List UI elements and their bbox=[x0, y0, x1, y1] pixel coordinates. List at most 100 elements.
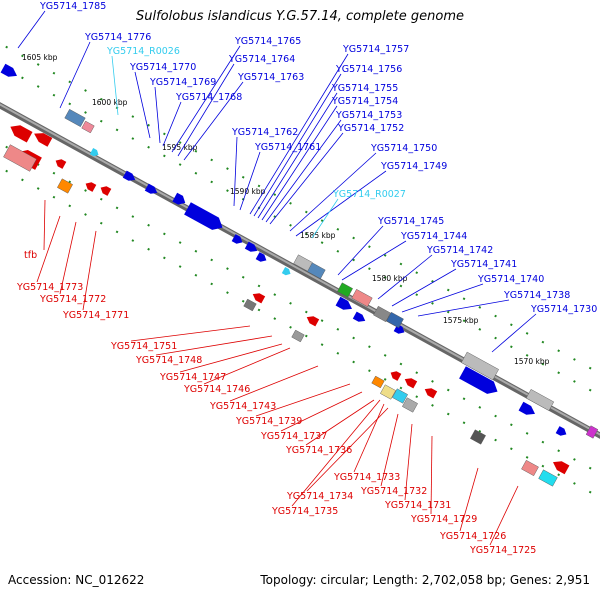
feature-box-14 bbox=[371, 375, 385, 389]
forward-gene-0 bbox=[0, 63, 18, 77]
upper-label-25: YG5714_1738 bbox=[503, 290, 570, 301]
feature-box-16 bbox=[392, 388, 408, 404]
lower-leader-14 bbox=[380, 413, 399, 487]
upper-label-14: YG5714_1754 bbox=[331, 96, 398, 107]
reverse-gene-10-shape bbox=[424, 388, 438, 399]
feature-box-2 bbox=[3, 144, 37, 172]
forward-gene-13 bbox=[555, 426, 567, 436]
upper-label-0: YG5714_1785 bbox=[39, 1, 106, 12]
lower-leader-12 bbox=[353, 403, 385, 473]
reverse-gene-0 bbox=[10, 125, 33, 143]
feature-box-6-shape bbox=[337, 282, 353, 298]
lower-leader-6 bbox=[179, 343, 283, 373]
scale-label-0: 1605 kbp bbox=[22, 53, 58, 62]
upper-label-19: YG5714_R0027 bbox=[332, 189, 406, 200]
upper-leader-5 bbox=[162, 101, 182, 147]
lower-leader-16 bbox=[404, 423, 413, 501]
upper-leader-22 bbox=[377, 254, 433, 300]
lower-label-6: YG5714_1747 bbox=[159, 372, 226, 383]
upper-label-8: YG5714_1763 bbox=[237, 72, 304, 83]
rna-gene-1-shape bbox=[281, 267, 291, 276]
lower-label-12: YG5714_1733 bbox=[333, 472, 400, 483]
upper-label-15: YG5714_1753 bbox=[335, 110, 402, 121]
rna-gene-0 bbox=[89, 148, 99, 157]
forward-gene-6 bbox=[244, 241, 258, 252]
upper-label-22: YG5714_1742 bbox=[426, 245, 493, 256]
lower-leader-8 bbox=[229, 365, 319, 402]
feature-box-17-shape bbox=[402, 397, 418, 413]
forward-gene-1 bbox=[122, 170, 136, 181]
scale-label-1: 1600 kbp bbox=[92, 98, 128, 107]
feature-box-10 bbox=[243, 298, 257, 312]
feature-box-16-shape bbox=[392, 388, 408, 404]
feature-box-19 bbox=[521, 459, 539, 477]
rna-gene-1 bbox=[281, 267, 291, 276]
feature-box-11-shape bbox=[291, 329, 305, 343]
reverse-gene-5 bbox=[100, 186, 112, 196]
upper-leader-10 bbox=[239, 151, 261, 211]
upper-leader-19 bbox=[311, 198, 339, 239]
lower-label-2: YG5714_1772 bbox=[39, 294, 106, 305]
forward-gene-12-shape bbox=[518, 401, 536, 415]
feature-box-7-shape bbox=[351, 289, 373, 307]
reverse-gene-11-shape bbox=[552, 461, 570, 475]
lower-label-15: YG5714_1735 bbox=[271, 506, 338, 517]
forward-gene-8-shape bbox=[335, 296, 353, 310]
feature-box-14-shape bbox=[371, 375, 385, 389]
feature-box-8-shape bbox=[373, 305, 391, 323]
reverse-gene-9-shape bbox=[404, 378, 418, 389]
feature-box-10-shape bbox=[243, 298, 257, 312]
lower-label-4: YG5714_1751 bbox=[110, 341, 177, 352]
upper-leader-7 bbox=[177, 63, 235, 157]
reverse-gene-7 bbox=[306, 316, 320, 327]
accession-text: Accession: NC_012622 bbox=[8, 573, 145, 587]
scale-label-5: 1580 kbp bbox=[372, 274, 408, 283]
reverse-gene-6-shape bbox=[252, 293, 266, 304]
lower-leader-0 bbox=[43, 199, 46, 251]
upper-leader-20 bbox=[337, 225, 384, 276]
forward-gene-9-shape bbox=[352, 311, 366, 322]
reverse-gene-11 bbox=[552, 461, 570, 475]
lower-leader-5 bbox=[155, 335, 273, 356]
upper-label-1: YG5714_1776 bbox=[84, 32, 151, 43]
upper-label-12: YG5714_1756 bbox=[335, 64, 402, 75]
upper-label-26: YG5714_1730 bbox=[530, 304, 597, 315]
lower-leader-19 bbox=[489, 485, 519, 546]
upper-leader-15 bbox=[265, 119, 342, 223]
upper-leader-17 bbox=[289, 152, 377, 232]
feature-box-21 bbox=[585, 425, 599, 439]
upper-leader-24 bbox=[401, 283, 484, 313]
reverse-gene-3-shape bbox=[55, 159, 67, 169]
feature-box-0 bbox=[64, 109, 86, 127]
feature-box-1 bbox=[81, 120, 95, 134]
upper-leader-6 bbox=[171, 45, 241, 153]
upper-label-5: YG5714_1768 bbox=[175, 92, 242, 103]
reverse-gene-7-shape bbox=[306, 316, 320, 327]
upper-label-24: YG5714_1740 bbox=[477, 274, 544, 285]
upper-leader-0 bbox=[17, 10, 46, 49]
forward-gene-3-shape bbox=[172, 192, 186, 205]
forward-gene-8 bbox=[335, 296, 353, 310]
upper-leader-21 bbox=[341, 240, 407, 281]
feature-box-8 bbox=[373, 305, 391, 323]
upper-label-6: YG5714_1765 bbox=[234, 36, 301, 47]
upper-leader-1 bbox=[59, 41, 91, 109]
feature-box-3 bbox=[57, 178, 73, 194]
rna-gene-0-shape bbox=[89, 148, 99, 157]
upper-leader-3 bbox=[134, 71, 151, 139]
feature-box-18-shape bbox=[470, 429, 486, 445]
scale-label-4: 1585 kbp bbox=[300, 231, 336, 240]
upper-label-23: YG5714_1741 bbox=[450, 259, 517, 270]
lower-label-17: YG5714_1729 bbox=[410, 514, 477, 525]
forward-gene-5 bbox=[231, 234, 243, 244]
upper-label-13: YG5714_1755 bbox=[331, 83, 398, 94]
upper-label-3: YG5714_1770 bbox=[129, 62, 196, 73]
reverse-gene-1-shape bbox=[34, 133, 53, 147]
forward-gene-2-shape bbox=[144, 183, 158, 194]
lower-leader-11 bbox=[305, 399, 375, 446]
lower-label-16: YG5714_1731 bbox=[384, 500, 451, 511]
feature-box-9-shape bbox=[386, 311, 404, 329]
forward-gene-9 bbox=[352, 311, 366, 322]
lower-leader-15 bbox=[291, 399, 381, 507]
lower-label-19: YG5714_1725 bbox=[469, 545, 536, 556]
